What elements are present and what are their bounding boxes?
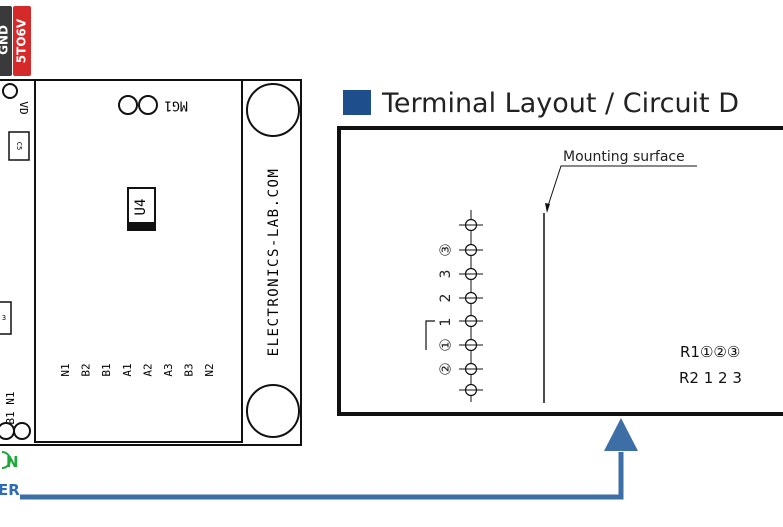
left-top-pads	[2, 83, 18, 99]
pin-label-n1: N1	[59, 363, 72, 376]
mg1-label: MG1	[164, 98, 187, 113]
col-label-2: 2	[438, 294, 454, 303]
left-top-label: VD	[17, 101, 30, 114]
pin-label-b2: B2	[80, 363, 93, 376]
gnd-tag-label: GND	[0, 25, 11, 55]
mg1-component: MG1	[118, 95, 188, 115]
silkscreen-url: ELECTRONICS-LAB.COM	[266, 168, 282, 357]
c5-outline	[8, 131, 30, 161]
col-label-3: 3	[438, 270, 454, 279]
circled-label-3: ③	[437, 243, 455, 256]
supply-tags: GND 5TO6V	[0, 6, 31, 76]
arrow-line	[20, 452, 624, 500]
terminal-column-labels: 3 2 1	[438, 270, 454, 327]
title-square-icon	[343, 90, 371, 115]
pin-label-b1: B1	[100, 363, 113, 376]
on-partial-circle	[1, 451, 11, 469]
mounting-leader	[546, 165, 697, 210]
on-text: N	[6, 453, 19, 471]
bottom-left-labels: N ER	[0, 451, 20, 499]
terminal-bracket	[425, 320, 435, 350]
left-bottom-pad-1	[0, 422, 15, 440]
arrow-head	[604, 418, 638, 451]
mg1-pad-right	[138, 95, 158, 115]
er-text: ER	[0, 481, 20, 499]
circled-label-2: ②	[437, 362, 455, 375]
module-outline	[34, 79, 243, 443]
pin-label-b3: B3	[183, 363, 196, 376]
pin-labels: N1 B2 B1 A1 A2 A3 B3 N2	[59, 363, 216, 376]
u4-pin1-bar	[128, 222, 155, 230]
pin-label-a1: A1	[121, 363, 134, 376]
r2-label: R2 1 2 3	[679, 369, 742, 387]
connector-arrow	[20, 418, 638, 500]
range-tag-bg	[13, 6, 31, 76]
pin-label-n2: N2	[203, 363, 216, 376]
left-top-pad	[2, 83, 18, 99]
mg1-pad-left	[118, 95, 138, 115]
mounting-hole-bottom	[246, 384, 300, 438]
left-bottom-label: B1 N1	[4, 391, 17, 424]
terminal-circled-labels: ③ ① ②	[437, 243, 455, 375]
mounting-leader-tip	[545, 203, 550, 213]
panel-frame	[337, 126, 783, 416]
panel-title: Terminal Layout / Circuit D	[381, 88, 739, 119]
col-label-1: 1	[438, 318, 454, 327]
terminal-pins	[459, 210, 483, 402]
left-bottom-pads	[0, 422, 31, 440]
circled-label-1: ①	[437, 338, 455, 351]
c5-label: C5	[15, 142, 23, 150]
gnd-tag-bg	[0, 6, 12, 76]
mounting-hole-top	[246, 83, 300, 137]
left-bottom-pad-2	[13, 422, 31, 440]
pin-label-a3: A3	[162, 363, 175, 376]
mounting-surface-label: Mounting surface	[563, 149, 685, 165]
range-tag-label: 5TO6V	[15, 18, 29, 63]
side-component-outline	[0, 301, 12, 335]
side-component-label: 3	[2, 314, 6, 322]
u4-label: U4	[133, 199, 149, 216]
r1-label: R1①②③	[680, 343, 740, 361]
terminal-panel: Terminal Layout / Circuit D Mounting sur…	[337, 88, 783, 416]
u4-chip: U4	[127, 187, 156, 231]
pin-label-a2: A2	[141, 363, 154, 376]
